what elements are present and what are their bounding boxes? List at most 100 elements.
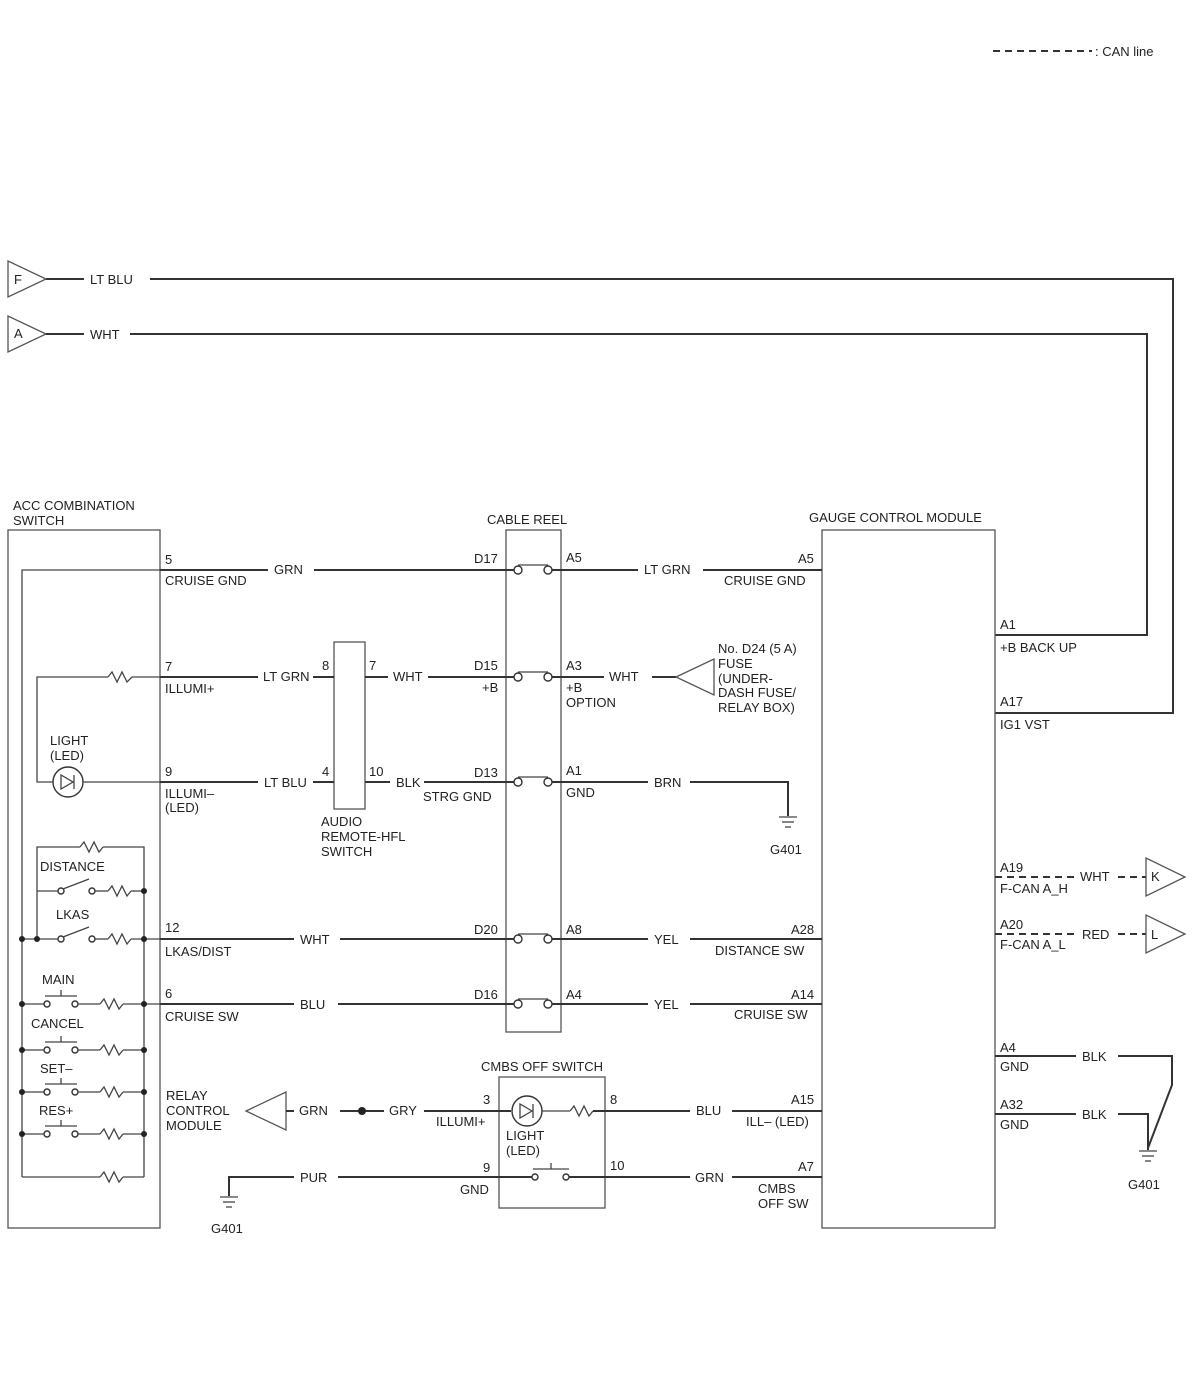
acc-pin-7: 7 bbox=[165, 659, 172, 674]
acc-light-label-2: (LED) bbox=[50, 748, 84, 763]
wire-gry-label: GRY bbox=[389, 1103, 417, 1118]
cable-reel-pin-d16: D16 bbox=[474, 987, 498, 1002]
gcm-pin-a14-name: CRUISE SW bbox=[734, 1007, 808, 1022]
acc-switch-title-1: ACC COMBINATION bbox=[13, 498, 135, 513]
connector-k-label: K bbox=[1151, 869, 1160, 884]
acc-pin-9: 9 bbox=[165, 764, 172, 779]
acc-pin-9-name-1: ILLUMI– bbox=[165, 786, 215, 801]
wire-blu-ill-label: BLU bbox=[696, 1103, 721, 1118]
wire-blu-cruise-label: BLU bbox=[300, 997, 325, 1012]
fuse-label-5: RELAY BOX) bbox=[718, 700, 795, 715]
cable-reel-title: CABLE REEL bbox=[487, 512, 567, 527]
cable-reel-pin-d20: D20 bbox=[474, 922, 498, 937]
connector-a: A bbox=[7, 314, 48, 354]
connector-l-label: L bbox=[1151, 927, 1158, 942]
connector-f: F bbox=[7, 259, 48, 299]
gauge-control-module-box bbox=[821, 529, 996, 1229]
wire-yel-cruise-label: YEL bbox=[654, 997, 679, 1012]
wire-grn-relay-label: GRN bbox=[299, 1103, 328, 1118]
audio-pin-7: 7 bbox=[369, 658, 376, 673]
fuse-label-2: FUSE bbox=[718, 656, 753, 671]
wire-blk-audio-label: BLK bbox=[396, 775, 421, 790]
cmbs-pin-10: 10 bbox=[610, 1158, 624, 1173]
acc-pin-9-name-2: (LED) bbox=[165, 800, 199, 815]
switch-lkas-label: LKAS bbox=[56, 907, 90, 922]
lkas-switch-contact bbox=[57, 935, 65, 943]
cable-reel-pin-d13-name: STRG GND bbox=[423, 789, 492, 804]
gcm-pin-a1-name: +B BACK UP bbox=[1000, 640, 1077, 655]
gcm-pin-a20-name: F-CAN A_L bbox=[1000, 937, 1066, 952]
fuse-label-3: (UNDER- bbox=[718, 671, 773, 686]
gcm-pin-a4-name: GND bbox=[1000, 1059, 1029, 1074]
audio-switch-title-1: AUDIO bbox=[321, 814, 362, 829]
ground-g401-label-1: G401 bbox=[770, 842, 802, 857]
gcm-pin-a17: A17 bbox=[1000, 694, 1023, 709]
wire-top-lt-blu-label: LT BLU bbox=[90, 272, 133, 287]
gcm-pin-a4: A4 bbox=[1000, 1040, 1016, 1055]
wire-red-can-label: RED bbox=[1082, 927, 1109, 942]
legend: : CAN line bbox=[993, 44, 1154, 59]
cable-reel-pin-a5: A5 bbox=[566, 550, 582, 565]
cable-reel-pin-a4: A4 bbox=[566, 987, 582, 1002]
wire-lt-grn-cr-label: LT GRN bbox=[644, 562, 690, 577]
cable-reel-pin-a3-name-2: OPTION bbox=[566, 695, 616, 710]
cmbs-off-switch-box bbox=[498, 1076, 606, 1209]
wire-yel-dist-label: YEL bbox=[654, 932, 679, 947]
gcm-pin-a7-name-2: OFF SW bbox=[758, 1196, 809, 1211]
gcm-pin-a32-name: GND bbox=[1000, 1117, 1029, 1132]
connector-f-label: F bbox=[14, 272, 22, 287]
connector-l-triangle bbox=[1145, 913, 1187, 955]
gcm-pin-a5: A5 bbox=[798, 551, 814, 566]
cable-reel-pin-a1-name: GND bbox=[566, 785, 595, 800]
wire-wht-fuse-label: WHT bbox=[609, 669, 639, 684]
acc-combination-switch-box bbox=[7, 529, 161, 1229]
connector-k-triangle bbox=[1145, 856, 1187, 898]
acc-internal-circuit: LIGHT (LED) DISTANCE LKAS MAIN bbox=[19, 569, 160, 1184]
cable-reel-pin-a3: A3 bbox=[566, 658, 582, 673]
fuse-label-1: No. D24 (5 A) bbox=[718, 641, 797, 656]
set-switch-contact bbox=[43, 1088, 51, 1096]
fuse-connector-triangle bbox=[674, 657, 715, 697]
wire-lt-grn-illumi-label: LT GRN bbox=[263, 669, 309, 684]
audio-pin-8: 8 bbox=[322, 658, 329, 673]
gcm-pin-a7-name-1: CMBS bbox=[758, 1181, 796, 1196]
audio-pin-4: 4 bbox=[322, 764, 329, 779]
gcm-pin-a20: A20 bbox=[1000, 917, 1023, 932]
switch-set-label: SET– bbox=[40, 1061, 73, 1076]
cable-reel-pin-d17: D17 bbox=[474, 551, 498, 566]
cmbs-light-label-2: (LED) bbox=[506, 1143, 540, 1158]
gcm-pin-a28: A28 bbox=[791, 922, 814, 937]
gcm-pin-a17-name: IG1 VST bbox=[1000, 717, 1050, 732]
cable-reel-pin-a3-name-1: +B bbox=[566, 680, 582, 695]
gcm-pin-a7: A7 bbox=[798, 1159, 814, 1174]
gcm-pin-a1: A1 bbox=[1000, 617, 1016, 632]
wire-wht-audio-label: WHT bbox=[393, 669, 423, 684]
gcm-pin-a19-name: F-CAN A_H bbox=[1000, 881, 1068, 896]
cmbs-switch-title: CMBS OFF SWITCH bbox=[481, 1059, 603, 1074]
acc-pin-6-name: CRUISE SW bbox=[165, 1009, 239, 1024]
cmbs-pin-9-name: GND bbox=[460, 1182, 489, 1197]
switch-cancel-label: CANCEL bbox=[31, 1016, 84, 1031]
gcm-pin-a19: A19 bbox=[1000, 860, 1023, 875]
cable-reel-pin-d13: D13 bbox=[474, 765, 498, 780]
wire-pur-label: PUR bbox=[300, 1170, 327, 1185]
relay-module-connector-triangle bbox=[244, 1090, 287, 1132]
cmbs-switch-contact bbox=[531, 1173, 539, 1181]
gcm-pin-a15-name: ILL– (LED) bbox=[746, 1114, 809, 1129]
switch-distance-label: DISTANCE bbox=[40, 859, 105, 874]
acc-pin-6: 6 bbox=[165, 986, 172, 1001]
wire-blk-1-label: BLK bbox=[1082, 1049, 1107, 1064]
cable-reel-pin-a8: A8 bbox=[566, 922, 582, 937]
main-switch-contact bbox=[43, 1000, 51, 1008]
gcm-pin-a15: A15 bbox=[791, 1092, 814, 1107]
acc-pin-12-name: LKAS/DIST bbox=[165, 944, 232, 959]
wire-wht-backup bbox=[130, 333, 1148, 636]
cancel-switch-contact bbox=[43, 1046, 51, 1054]
connector-a-triangle bbox=[7, 314, 48, 354]
gcm-pin-a5-name: CRUISE GND bbox=[724, 573, 806, 588]
res-switch-contact bbox=[43, 1130, 51, 1138]
cable-reel-pin-a1: A1 bbox=[566, 763, 582, 778]
switch-res-label: RES+ bbox=[39, 1103, 73, 1118]
audio-pin-10: 10 bbox=[369, 764, 383, 779]
